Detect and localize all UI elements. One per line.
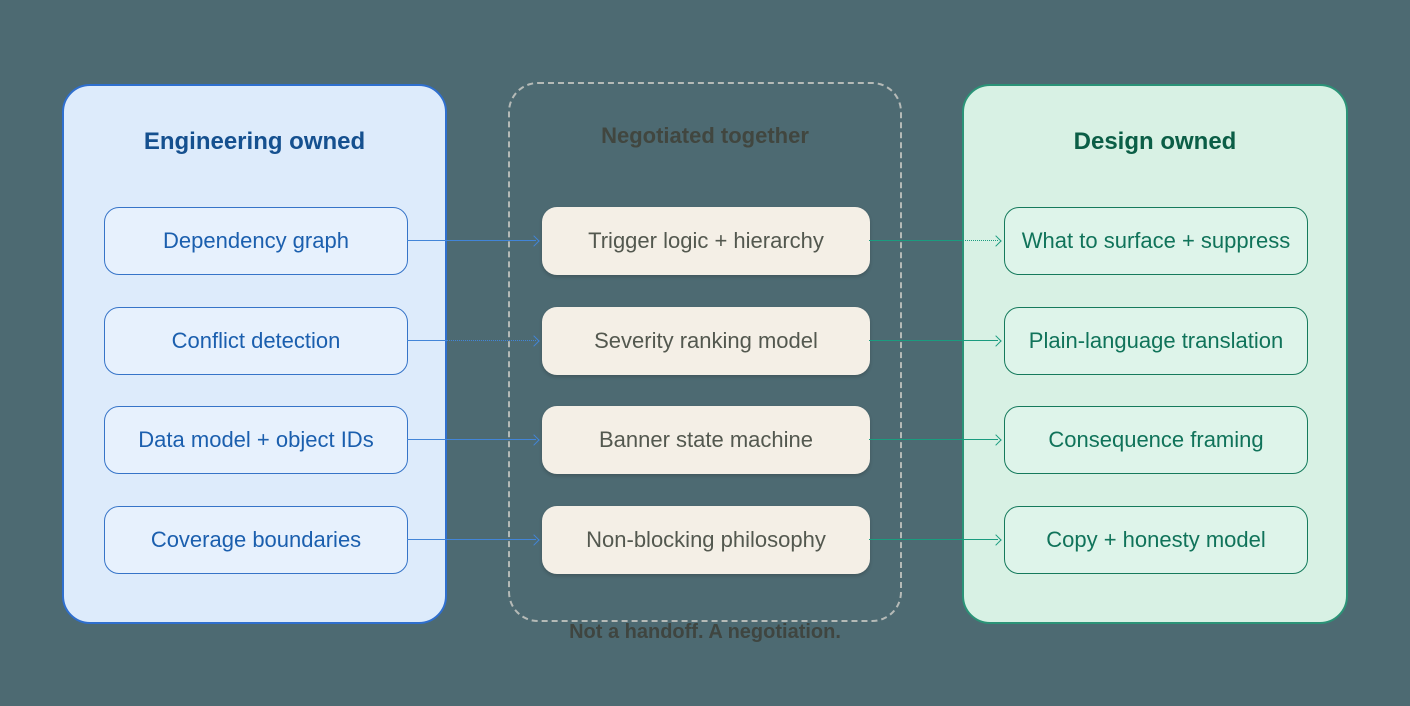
panel-title-negotiated: Negotiated together bbox=[601, 123, 809, 148]
node-banner-state-machine: Banner state machine bbox=[542, 406, 870, 474]
node-copy-honesty-model: Copy + honesty model bbox=[1004, 506, 1308, 574]
connector-neg-des-row3 bbox=[869, 439, 998, 440]
diagram-caption: Not a handoff. A negotiation. bbox=[569, 621, 841, 643]
connector-eng-neg-row2-solid bbox=[407, 340, 447, 341]
node-conflict-detection: Conflict detection bbox=[104, 307, 408, 375]
node-what-to-surface-suppress: What to surface + suppress bbox=[1004, 207, 1308, 275]
node-dependency-graph: Dependency graph bbox=[104, 207, 408, 275]
node-coverage-boundaries: Coverage boundaries bbox=[104, 506, 408, 574]
connector-neg-des-row1 bbox=[962, 240, 998, 241]
node-consequence-framing: Consequence framing bbox=[1004, 406, 1308, 474]
node-trigger-logic-hierarchy: Trigger logic + hierarchy bbox=[542, 207, 870, 275]
node-data-model-object-ids: Data model + object IDs bbox=[104, 406, 408, 474]
connector-eng-neg-row2 bbox=[447, 340, 536, 341]
panel-engineering-owned: Engineering owned Dependency graph Confl… bbox=[62, 84, 447, 624]
panel-title-engineering: Engineering owned bbox=[143, 128, 366, 155]
connector-neg-des-row4 bbox=[869, 539, 998, 540]
node-severity-ranking-model: Severity ranking model bbox=[542, 307, 870, 375]
connector-eng-neg-row3 bbox=[407, 439, 536, 440]
node-non-blocking-philosophy: Non-blocking philosophy bbox=[542, 506, 870, 574]
connector-eng-neg-row4 bbox=[407, 539, 536, 540]
panel-negotiated-together: Negotiated together Trigger logic + hier… bbox=[508, 82, 902, 622]
connector-eng-neg-row1 bbox=[407, 240, 536, 241]
connector-neg-des-row2 bbox=[869, 340, 998, 341]
node-plain-language-translation: Plain-language translation bbox=[1004, 307, 1308, 375]
panel-design-owned: Design owned What to surface + suppress … bbox=[962, 84, 1348, 624]
connector-neg-des-row1-solid bbox=[869, 240, 962, 241]
panel-title-design: Design owned bbox=[1073, 128, 1237, 155]
